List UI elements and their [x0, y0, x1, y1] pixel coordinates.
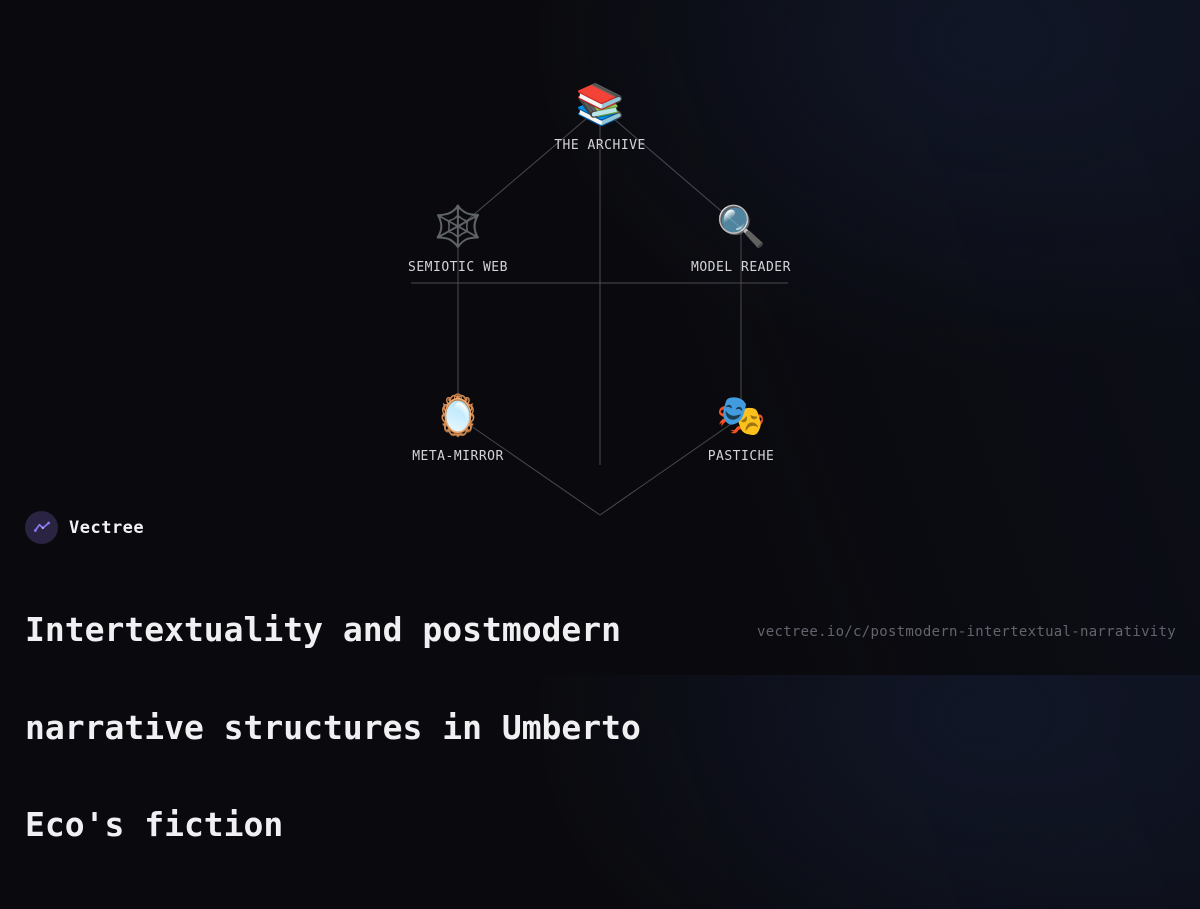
page-url: vectree.io/c/postmodern-intertextual-nar…	[757, 624, 1176, 640]
brand: Vectree	[25, 511, 144, 544]
node-label: THE ARCHIVE	[554, 138, 646, 153]
brand-name: Vectree	[69, 517, 145, 538]
graph-node-semiotic-web[interactable]: 🕸️ SEMIOTIC WEB	[358, 203, 558, 275]
page-title-line: Intertextuality and postmodern	[25, 610, 622, 649]
mirror-icon: 🪞	[433, 393, 483, 439]
page-title-line: Eco's fiction	[25, 805, 284, 844]
spider-web-icon: 🕸️	[433, 204, 483, 250]
node-label: SEMIOTIC WEB	[408, 260, 508, 275]
node-label: META-MIRROR	[412, 449, 504, 464]
node-label: PASTICHE	[707, 449, 775, 464]
vectree-logo-icon	[33, 521, 50, 532]
graph-node-pastiche[interactable]: 🎭 PASTICHE	[641, 392, 841, 464]
performing-arts-icon: 🎭	[716, 393, 766, 439]
vectree-logo	[25, 511, 58, 544]
page-title-line: narrative structures in Umberto	[25, 707, 641, 747]
graph-node-model-reader[interactable]: 🔍 MODEL READER	[641, 203, 841, 275]
magnifying-glass-icon: 🔍	[716, 204, 766, 250]
graph-node-the-archive[interactable]: 📚 THE ARCHIVE	[500, 81, 700, 153]
page-title: Intertextuality and postmodern narrative…	[25, 549, 641, 907]
node-label: MODEL READER	[691, 260, 791, 275]
infographic-canvas: 📚 THE ARCHIVE 🕸️ SEMIOTIC WEB 🔍 MODEL RE…	[25, 81, 1176, 841]
graph-node-meta-mirror[interactable]: 🪞 META-MIRROR	[358, 392, 558, 464]
books-icon: 📚	[575, 82, 625, 128]
